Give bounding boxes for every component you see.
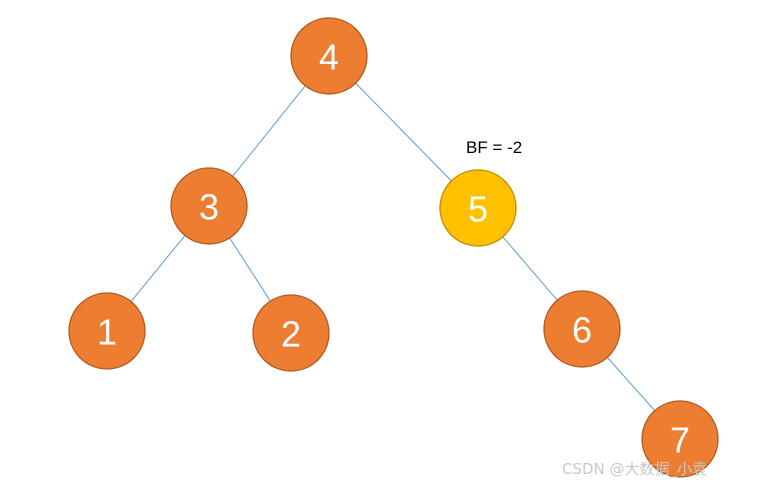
watermark: CSDN @大数据_小袁: [562, 460, 708, 478]
node-circle-6: [543, 290, 621, 368]
node-label-4: 4: [319, 37, 339, 78]
node-label-5: 5: [468, 189, 488, 230]
node-circle-4: [290, 17, 368, 95]
node-circle-7: [641, 400, 719, 478]
node-label-6: 6: [572, 310, 592, 351]
node-5: 5: [439, 169, 517, 247]
edge-6-7: [606, 357, 656, 411]
node-1: 1: [68, 292, 146, 370]
node-3: 3: [170, 167, 248, 245]
node-circle-5: [439, 169, 517, 247]
node-4: 4: [290, 17, 368, 95]
node-label-3: 3: [199, 187, 219, 228]
tree-nodes: 4 3 5 1 2 6 7: [68, 17, 719, 478]
edge-3-1: [130, 235, 186, 302]
node-label-1: 1: [97, 312, 117, 353]
edge-5-6: [502, 236, 558, 301]
edge-4-3: [232, 85, 306, 177]
edge-3-2: [229, 237, 271, 302]
node-circle-2: [252, 294, 330, 372]
balance-factor-label: BF = -2: [466, 138, 523, 157]
node-2: 2: [252, 294, 330, 372]
node-6: 6: [543, 290, 621, 368]
node-label-7: 7: [670, 420, 690, 461]
tree-edges: [130, 82, 656, 411]
edge-4-5: [355, 82, 452, 182]
node-circle-1: [68, 292, 146, 370]
node-label-2: 2: [281, 314, 301, 355]
node-circle-3: [170, 167, 248, 245]
node-7: 7: [641, 400, 719, 478]
